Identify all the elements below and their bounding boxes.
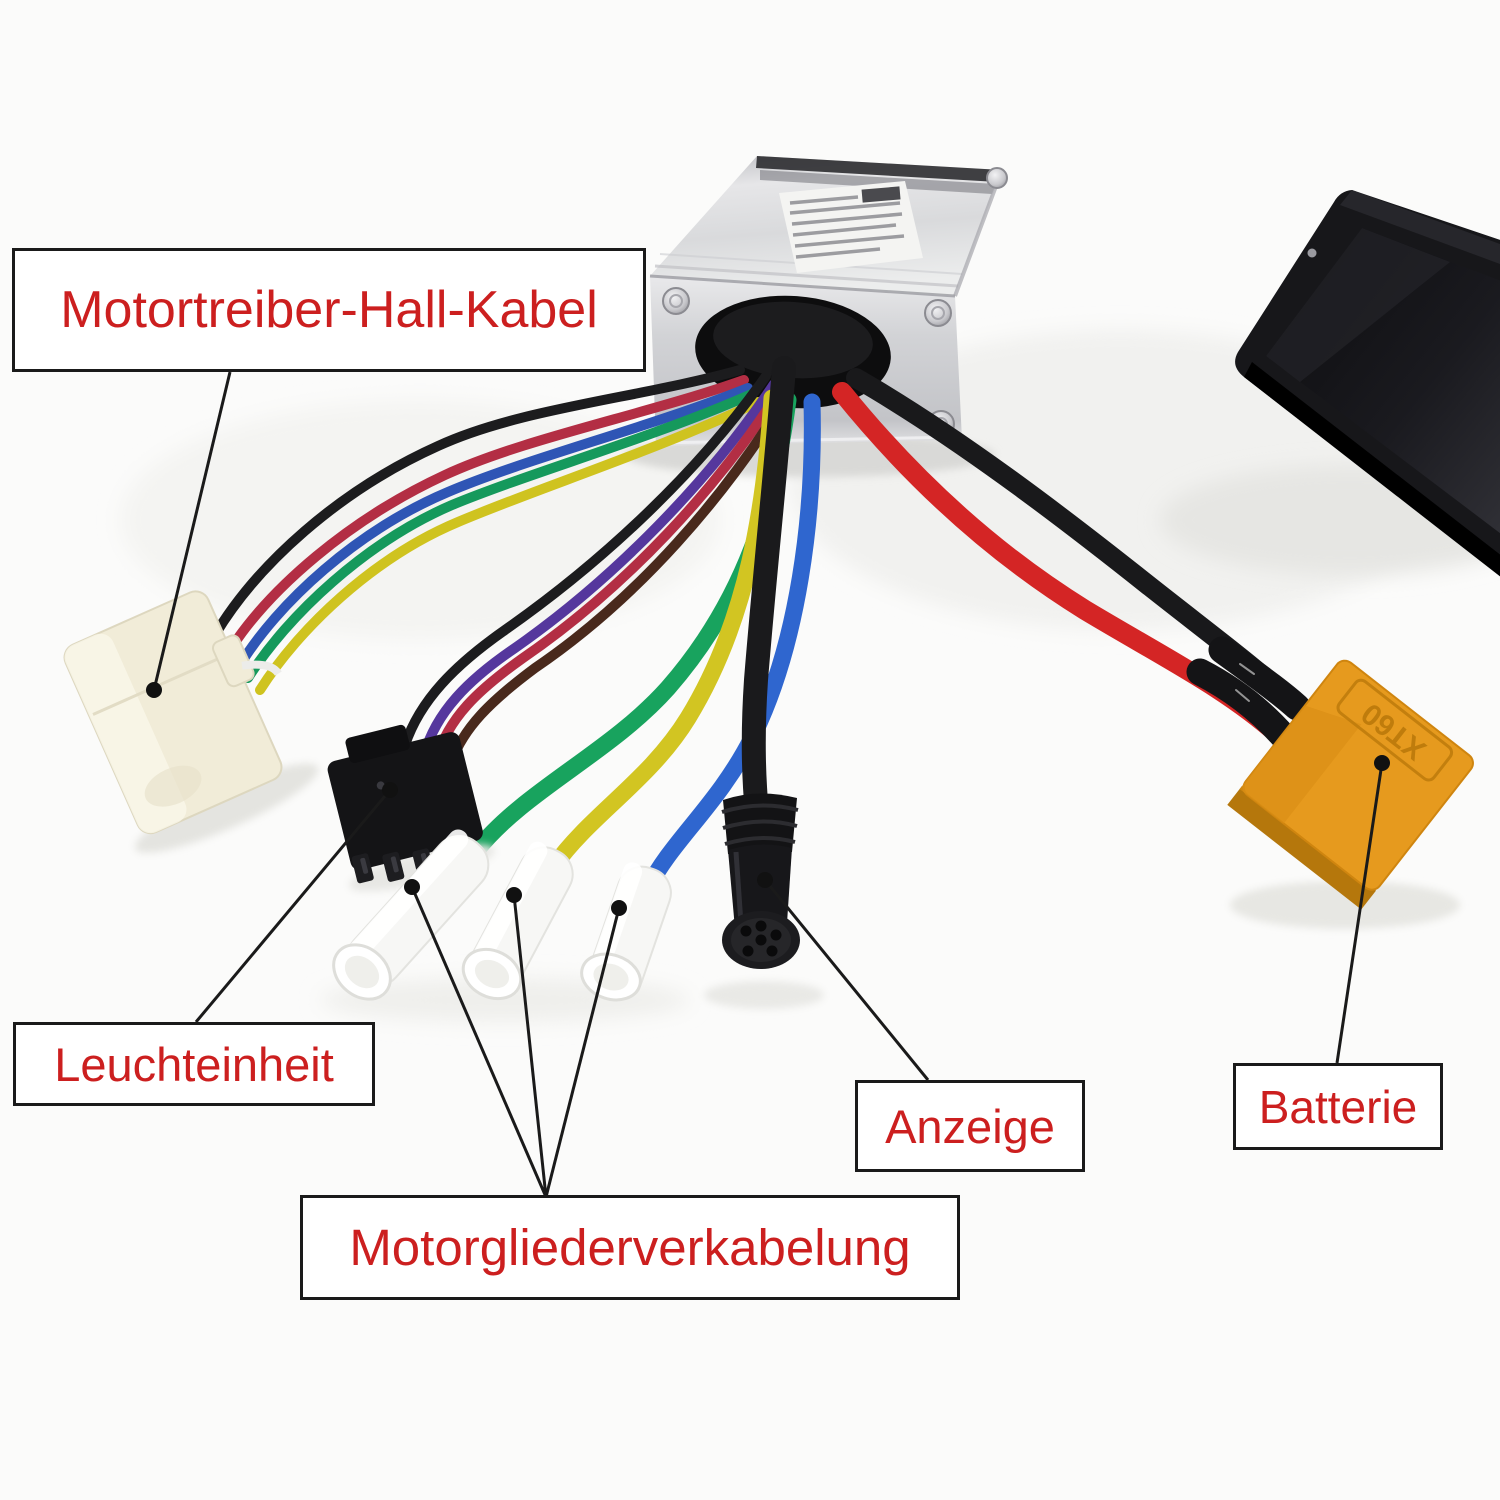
hall-connector <box>63 590 319 853</box>
xt60-body-group: XT60 <box>1227 659 1474 910</box>
pointer-line-phase-2 <box>512 894 548 1198</box>
hall-connector-shade <box>144 765 202 807</box>
pointer-dot-battery <box>1374 755 1390 771</box>
display-device-top-edge <box>1340 190 1500 264</box>
sleeve-1-bore <box>344 955 380 989</box>
sticker-paper <box>779 181 923 273</box>
xt60-body-shade <box>1239 705 1362 824</box>
hall-connector-stub <box>241 660 282 677</box>
cable-grommet-inner <box>713 301 873 379</box>
pointer-dot-light-unit <box>382 782 398 798</box>
hall-connector-latch <box>211 634 255 688</box>
label-motor-hall-cable-text: Motortreiber-Hall-Kabel <box>60 281 598 339</box>
light-unit-bundle <box>400 371 793 771</box>
light-wire-red <box>431 385 785 765</box>
pointer-line-motor-hall <box>152 371 232 691</box>
hall-wire-black <box>207 365 745 645</box>
top-face-right-edge <box>953 169 1004 297</box>
pointer-line-light-unit <box>194 789 392 1023</box>
battery-black-heatshrink <box>1208 636 1311 721</box>
battery-red-heatshrink <box>1186 658 1298 751</box>
pointer-dot-phase-2 <box>506 887 522 903</box>
label-battery: Batterie <box>1233 1063 1443 1150</box>
display-device-bottom-edge <box>1244 362 1500 577</box>
pointer-line-battery <box>1335 762 1384 1064</box>
top-face-rib-1 <box>654 264 959 288</box>
pointer-line-phase-1 <box>410 886 548 1198</box>
display-connector-ridges <box>721 803 799 846</box>
xt60-label-plate <box>1336 678 1454 782</box>
label-motor-phase-wiring-text: Motorgliederverkabelung <box>349 1219 911 1276</box>
light-connector-latch <box>345 724 410 764</box>
label-battery-text: Batterie <box>1258 1080 1418 1133</box>
pointer-dot-phase-1 <box>404 879 420 895</box>
controller-rear-edge <box>756 156 1002 182</box>
front-camera-dot <box>1307 248 1317 258</box>
product-sticker <box>779 181 923 273</box>
controller-rear-groove <box>760 170 996 194</box>
pointer-lines <box>152 371 1384 1198</box>
pointer-line-phase-3 <box>544 907 621 1198</box>
label-light-unit-text: Leuchteinheit <box>54 1037 334 1091</box>
label-motor-hall-cable: Motortreiber-Hall-Kabel <box>12 248 646 372</box>
display-connector-shadow <box>704 981 824 1009</box>
sticker-text-lines <box>789 195 905 259</box>
heatshrink-print-marks <box>1235 663 1255 702</box>
hall-wire-blue <box>233 383 753 673</box>
cable-harness <box>207 356 1311 897</box>
label-display: Anzeige <box>855 1080 1085 1172</box>
light-wire-brown <box>445 389 793 771</box>
hall-connector-seam <box>92 652 231 716</box>
light-wire-purple <box>419 379 779 760</box>
hall-wire-red <box>221 375 749 661</box>
display-cable <box>741 356 796 827</box>
hall-wire-green <box>243 389 757 683</box>
light-wire-black <box>400 371 771 750</box>
sticker-barcode <box>861 186 901 203</box>
front-top-edge <box>649 274 956 298</box>
light-connector-body <box>327 732 483 870</box>
label-light-unit: Leuchteinheit <box>13 1022 375 1106</box>
screen-reflection <box>1266 228 1450 382</box>
xt60-shadow <box>1230 881 1460 929</box>
hall-wire-yellow <box>255 397 763 695</box>
pointer-dots <box>146 682 1390 916</box>
display-connector <box>704 793 824 1009</box>
sleeve-2-bore <box>474 959 510 989</box>
pointer-dot-phase-3 <box>611 900 627 916</box>
hall-connector-shadow <box>134 763 319 853</box>
display-connector-pins <box>740 920 782 957</box>
pointer-line-display <box>763 879 930 1081</box>
pointer-dot-motor-hall <box>146 682 162 698</box>
label-motor-phase-wiring: Motorgliederverkabelung <box>300 1195 960 1300</box>
xt60-connector: XT60 <box>1227 659 1474 929</box>
xt60-side-face <box>1227 785 1377 910</box>
label-display-text: Anzeige <box>885 1099 1055 1153</box>
hall-cable-bundle <box>207 365 763 695</box>
display-device <box>1160 190 1500 577</box>
pointer-dot-display <box>757 872 773 888</box>
